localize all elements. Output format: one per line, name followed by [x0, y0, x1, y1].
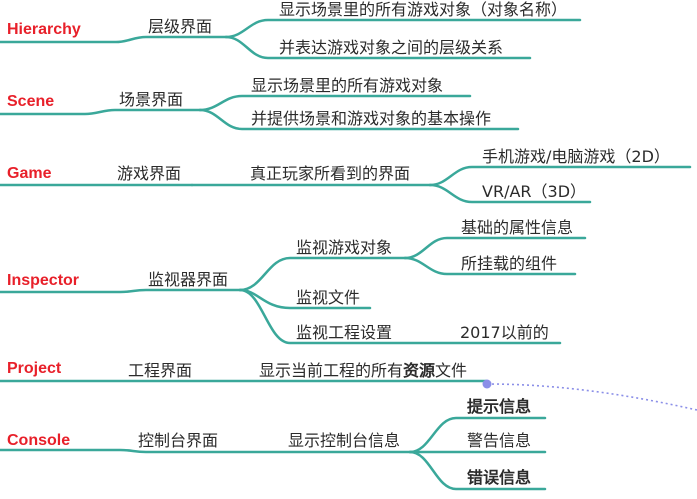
- game-panel: 游戏界面: [117, 164, 182, 183]
- console-panel: 控制台界面: [138, 431, 219, 450]
- hierarchy-desc-1: 显示场景里的所有游戏对象（对象名称）: [279, 0, 568, 19]
- relation-anchor: [482, 379, 492, 389]
- root-inspector: Inspector: [7, 272, 80, 289]
- root-console: Console: [7, 432, 71, 449]
- root-hierarchy: Hierarchy: [7, 21, 81, 38]
- inspector-item-1-sub-2: 所挂载的组件: [461, 254, 558, 273]
- branch-line-scene-1: [198, 94, 472, 112]
- game-sub-2: VR/AR（3D）: [482, 182, 587, 201]
- branch-line-inspector-1-2: [403, 256, 577, 276]
- root-game: Game: [7, 165, 52, 182]
- inspector-item-3-note: 2017以前的: [460, 323, 549, 342]
- hierarchy-desc-2: 并表达游戏对象之间的层级关系: [279, 38, 504, 57]
- inspector-item-1-sub-1: 基础的属性信息: [461, 218, 574, 237]
- scene-desc-2: 并提供场景和游戏对象的基本操作: [251, 109, 492, 128]
- root-project: Project: [7, 360, 62, 377]
- branch-line-console-3: [408, 450, 547, 491]
- branch-line-inspector: [0, 288, 242, 294]
- branch-line-hierarchy: [0, 35, 228, 44]
- inspector-item-2: 监视文件: [296, 288, 361, 307]
- project-desc: 显示当前工程的所有资源文件: [259, 363, 467, 379]
- branch-line-hierarchy-1: [224, 18, 582, 39]
- branch-line-console: [0, 448, 412, 454]
- inspector-item-3: 监视工程设置: [296, 323, 393, 342]
- branch-line-game-2: [428, 183, 592, 204]
- branch-line-scene-2: [198, 108, 520, 131]
- scene-desc-1: 显示场景里的所有游戏对象: [251, 76, 444, 95]
- console-sub-3: 错误信息: [467, 468, 532, 487]
- console-sub-2: 警告信息: [467, 431, 532, 450]
- relation-connector: [486, 383, 697, 411]
- console-sub-1: 提示信息: [467, 397, 532, 416]
- hierarchy-panel: 层级界面: [148, 17, 213, 36]
- scene-panel: 场景界面: [119, 90, 184, 109]
- branch-line-scene: [0, 108, 202, 116]
- game-sub-1: 手机游戏/电脑游戏（2D）: [482, 147, 670, 166]
- branch-line-inspector-1: [238, 256, 407, 292]
- branch-line-inspector-3: [238, 288, 562, 345]
- root-scene: Scene: [7, 93, 55, 110]
- game-desc: 真正玩家所看到的界面: [250, 164, 411, 183]
- inspector-item-1: 监视游戏对象: [296, 238, 393, 257]
- project-desc-bold: 资源: [403, 361, 436, 380]
- project-desc-post: 文件: [435, 361, 468, 380]
- project-desc-pre: 显示当前工程的所有: [259, 361, 404, 380]
- project-panel: 工程界面: [128, 361, 193, 380]
- console-desc: 显示控制台信息: [288, 431, 401, 450]
- branch-line-hierarchy-2: [224, 35, 532, 60]
- inspector-panel: 监视器界面: [148, 270, 229, 289]
